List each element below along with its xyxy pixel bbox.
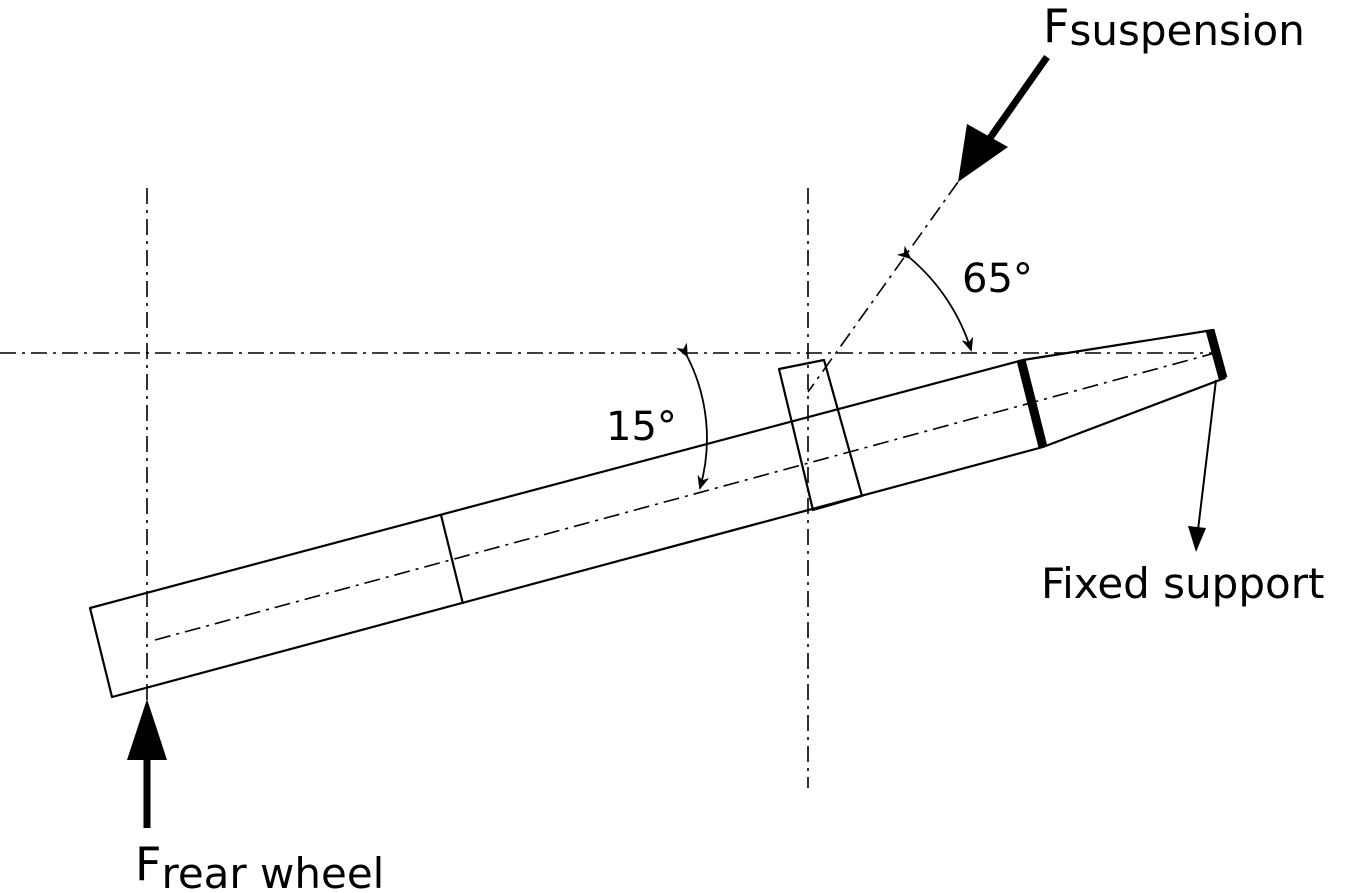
- angle-arc-65: [896, 245, 974, 352]
- rear-wheel-force-head: [127, 699, 167, 760]
- fixed-support-label: Fixed support: [1041, 559, 1324, 608]
- arm-centerline: [154, 352, 1216, 641]
- angle-65-label: 65°: [962, 256, 1033, 302]
- fixed-support-reaction-head: [1188, 526, 1206, 552]
- fixed-support-reaction-arrow: [1188, 379, 1217, 552]
- rear-wheel-force-arrow: [127, 699, 167, 828]
- suspension-force-symbol: F: [1043, 0, 1069, 53]
- fixed-support-reaction-line: [1197, 379, 1217, 531]
- rear-wheel-force-subscript: rear wheel: [161, 849, 384, 893]
- rear-wheel-force-symbol: F: [135, 837, 161, 891]
- fixed-support-hatch: [1205, 328, 1228, 380]
- suspension-force-subscript: suspension: [1069, 6, 1304, 55]
- suspension-force-head: [958, 124, 1008, 182]
- arm-section-divider: [439, 514, 465, 605]
- arm-taper-joint: [1016, 358, 1048, 449]
- rear-wheel-force-label: Frear wheel: [135, 837, 384, 893]
- suspension-force-shaft: [980, 54, 1050, 151]
- arm-body: [88, 328, 1228, 699]
- angle-arc-15: [676, 342, 710, 490]
- suspension-mount-bracket: [777, 358, 864, 512]
- suspension-force-arrow: [958, 54, 1050, 182]
- reference-lines: [0, 181, 1216, 788]
- angle-dimensions: [676, 245, 974, 490]
- arm-outline: [88, 328, 1227, 699]
- suspension-force-label: Fsuspension: [1043, 0, 1305, 55]
- angle-15-label: 15°: [606, 404, 677, 450]
- suspension-line-of-action: [807, 181, 959, 393]
